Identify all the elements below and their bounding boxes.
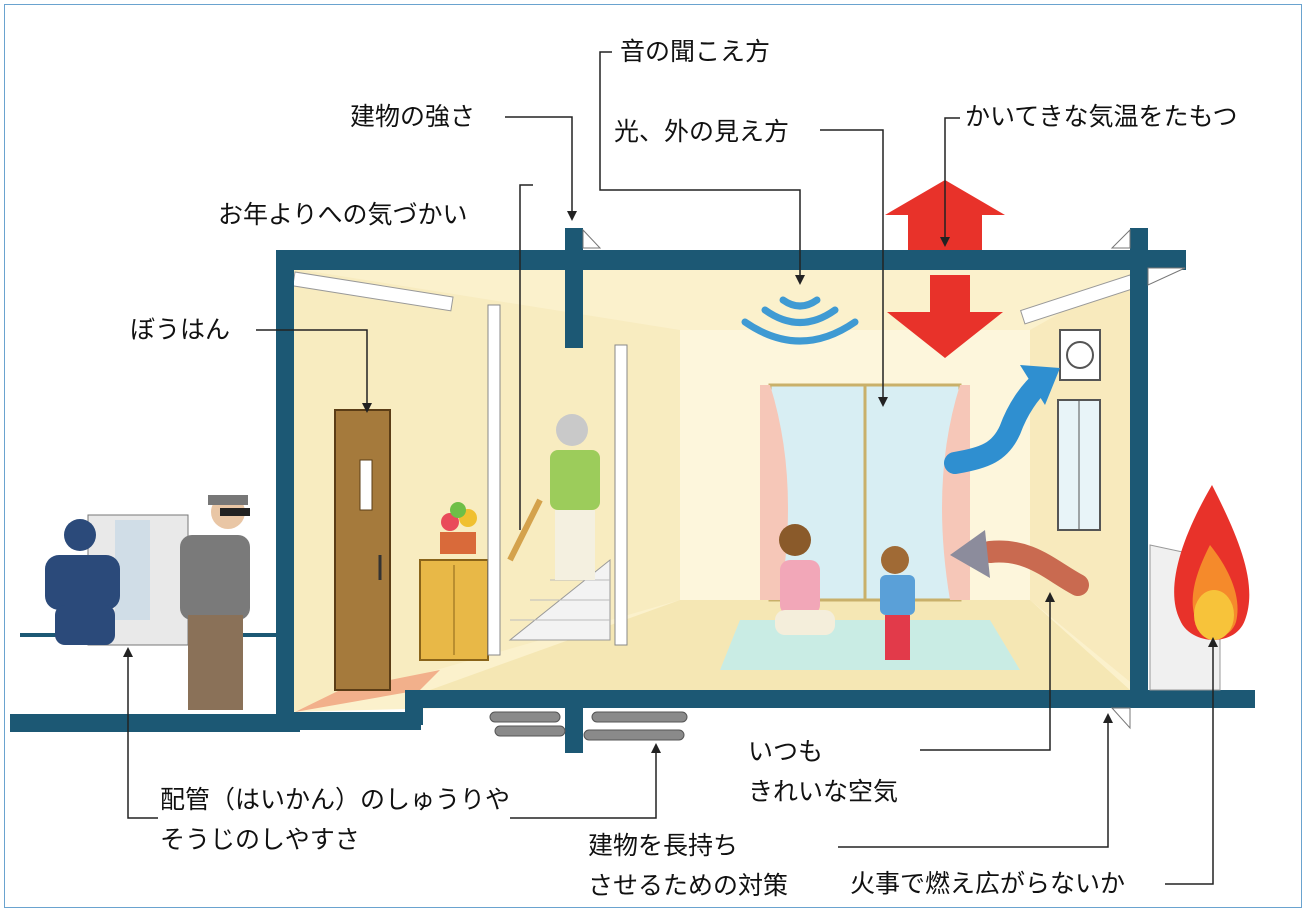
repair-worker <box>45 514 189 646</box>
house-frame <box>276 228 1245 753</box>
label-durability-line1: 建物を長持ち <box>588 831 739 860</box>
label-clean-air-line1: いつも <box>748 737 824 766</box>
label-clean-air-line2: きれいな空気 <box>748 777 899 806</box>
diagram-border <box>4 4 1302 908</box>
label-piping-line1: 配管（はいかん）のしゅうりや <box>160 785 511 814</box>
fresh-air-arrow-icon <box>944 365 1060 474</box>
label-light: 光、外の見え方 <box>614 117 790 146</box>
label-piping: 配管（はいかん）のしゅうりや そうじのしやすさ <box>160 780 510 860</box>
cabinet <box>419 502 489 661</box>
label-security: ぼうはん <box>130 315 231 344</box>
floor-pipes <box>489 711 688 741</box>
roof-brackets <box>582 228 1186 730</box>
label-sound: 音の聞こえ方 <box>620 37 771 66</box>
label-piping-line2: そうじのしやすさ <box>160 825 360 854</box>
label-clean-air: いつも きれいな空気 <box>748 732 898 812</box>
stale-air-arrow-icon <box>950 530 1089 596</box>
label-fire: 火事で燃え広がらないか <box>850 869 1126 898</box>
door <box>334 409 391 691</box>
label-elderly: お年よりへの気づかい <box>218 200 468 229</box>
label-durability-line2: させるための対策 <box>588 871 789 900</box>
house-interior <box>290 268 1140 712</box>
label-durability: 建物を長持ち させるための対策 <box>588 826 788 906</box>
mother-and-child <box>775 524 915 660</box>
leader-lines <box>123 51 1218 885</box>
inspector-person <box>180 495 250 710</box>
label-temperature: かいてきな気温をたもつ <box>965 102 1238 131</box>
sound-waves-icon <box>741 296 859 345</box>
rug <box>720 620 1020 670</box>
elderly-person <box>507 414 600 580</box>
fire-icon <box>1174 485 1250 640</box>
label-strength: 建物の強さ <box>350 102 476 131</box>
ventilation-fan <box>1057 329 1101 531</box>
